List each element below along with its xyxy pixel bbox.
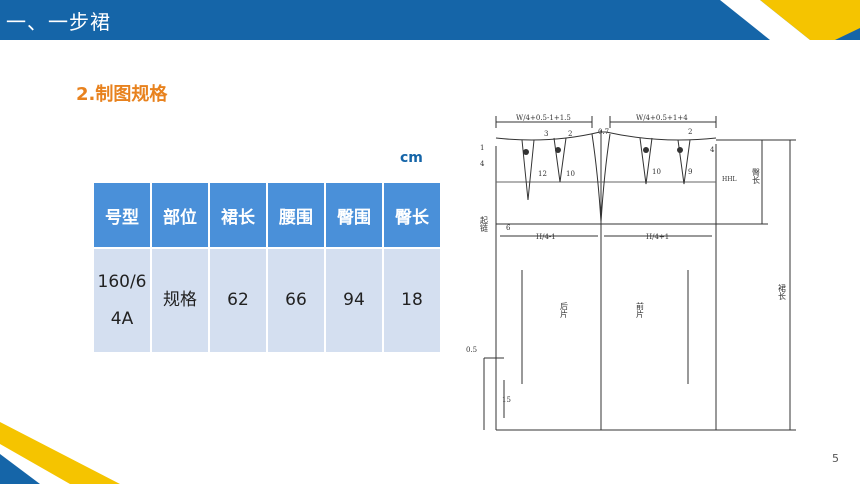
diagram-mark: 1 bbox=[480, 144, 484, 152]
diagram-mark: 10 bbox=[652, 168, 661, 176]
table-cell: 160/64A bbox=[94, 249, 150, 352]
table-cell: 94 bbox=[326, 249, 382, 352]
spec-table: 号型 部位 裙长 腰围 臀围 臀长 160/64A 规格 62 66 94 18 bbox=[92, 181, 442, 354]
table-header-cell: 裙长 bbox=[210, 183, 266, 247]
table-header-row: 号型 部位 裙长 腰围 臀围 臀长 bbox=[94, 183, 440, 247]
diagram-mark: 0.5 bbox=[466, 346, 477, 354]
diagram-formula: W/4+0.5-1+1.5 bbox=[516, 114, 571, 122]
diagram-formula: H/4-1 bbox=[536, 233, 556, 241]
diagram-mark: 3 bbox=[544, 130, 548, 138]
skirt-pattern-diagram: W/4+0.5-1+1.5 W/4+0.5+1+4 0.7 H/4-1 H/4+… bbox=[466, 114, 796, 431]
corner-stripe-bottom-left bbox=[0, 422, 120, 484]
diagram-mark: 4 bbox=[480, 160, 485, 168]
table-cell: 62 bbox=[210, 249, 266, 352]
diagram-mark: 12 bbox=[538, 170, 547, 178]
diagram-label: 起链 bbox=[480, 216, 489, 233]
corner-stripe-top-right bbox=[720, 0, 860, 40]
section-heading: 2.制图规格 bbox=[76, 84, 168, 105]
table-header-cell: 臀围 bbox=[326, 183, 382, 247]
diagram-mark: 6 bbox=[506, 224, 511, 232]
diagram-label: 前片 bbox=[636, 301, 645, 319]
diagram-mark: 9 bbox=[688, 168, 692, 176]
diagram-formula: W/4+0.5+1+4 bbox=[636, 114, 688, 122]
table-row: 160/64A 规格 62 66 94 18 bbox=[94, 249, 440, 352]
unit-label: cm bbox=[400, 150, 423, 166]
table-cell: 规格 bbox=[152, 249, 208, 352]
slide-title: 一、一步裙 bbox=[6, 10, 111, 34]
diagram-mark: 10 bbox=[566, 170, 575, 178]
diagram-mark: 4 bbox=[710, 146, 715, 154]
page-number: 5 bbox=[832, 452, 839, 465]
diagram-mark: 2 bbox=[688, 128, 692, 136]
table-header-cell: 腰围 bbox=[268, 183, 324, 247]
diagram-label: 臀长 bbox=[752, 168, 761, 185]
diagram-mark: 0.7 bbox=[598, 128, 609, 136]
diagram-label: 后片 bbox=[560, 301, 569, 319]
table-header-cell: 臀长 bbox=[384, 183, 440, 247]
diagram-mark: 2 bbox=[568, 130, 572, 138]
header-bar: 一、一步裙 bbox=[0, 0, 860, 40]
table-cell: 66 bbox=[268, 249, 324, 352]
diagram-mark: 15 bbox=[502, 396, 511, 404]
diagram-label: 裙长 bbox=[778, 283, 787, 301]
table-header-cell: 号型 bbox=[94, 183, 150, 247]
table-header-cell: 部位 bbox=[152, 183, 208, 247]
table-cell: 18 bbox=[384, 249, 440, 352]
diagram-label: HHL bbox=[722, 176, 736, 183]
diagram-formula: H/4+1 bbox=[646, 233, 669, 241]
